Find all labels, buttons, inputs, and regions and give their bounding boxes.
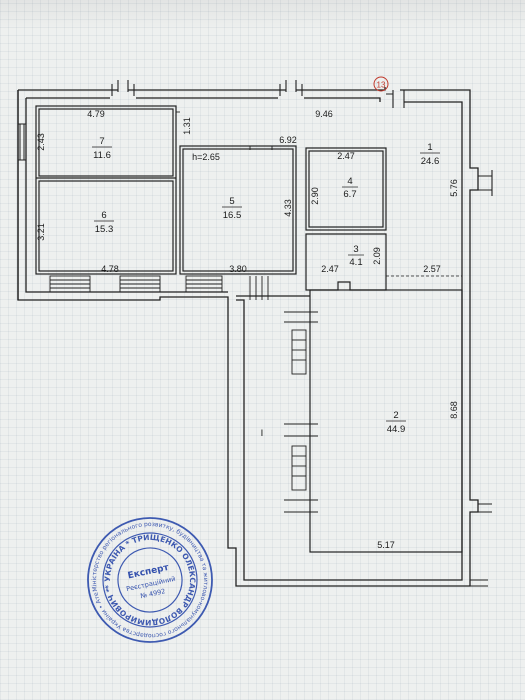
section-label: I (261, 428, 264, 439)
expert-stamp: Міністерство регіонального розвитку, буд… (0, 0, 220, 669)
dim-478: 4.78 (101, 264, 119, 274)
interior-walls (35, 105, 463, 553)
dim-380: 3.80 (229, 264, 247, 274)
dim-290: 2.90 (310, 187, 320, 205)
left-window (18, 123, 26, 161)
room-2-number: 2 (393, 410, 398, 421)
steps (49, 111, 318, 513)
dim-576: 5.76 (449, 179, 459, 197)
dim-257: 2.57 (423, 264, 441, 274)
dim-209: 2.09 (372, 247, 382, 265)
axis-marker: 13 (377, 81, 386, 90)
room-3-number: 3 (353, 244, 358, 255)
dim-247a: 2.47 (337, 151, 355, 161)
room-7-number: 7 (99, 136, 104, 147)
dim-946: 9.46 (315, 109, 333, 119)
dim-131: 1.31 (182, 117, 192, 135)
room-labels: 1 24.6 2 44.9 3 4.1 4 6.7 5 16.5 6 15.3 … (92, 136, 440, 439)
dim-692: 6.92 (279, 135, 297, 145)
room-5-number: 5 (229, 196, 234, 207)
dim-433: 4.33 (283, 199, 293, 217)
dim-479: 4.79 (87, 109, 105, 119)
room-6-number: 6 (101, 210, 106, 221)
room-1-area: 24.6 (421, 156, 440, 167)
room-4-number: 4 (347, 176, 352, 187)
dimension-labels: 4.79 9.46 1.31 2.43 6.92 2.47 5.76 2.90 … (36, 109, 459, 550)
room-3-area: 4.1 (349, 257, 362, 268)
room-6-area: 15.3 (95, 224, 114, 235)
dim-243: 2.43 (36, 133, 46, 151)
room-4-area: 6.7 (343, 189, 356, 200)
axis-marker-circle (373, 76, 389, 92)
room-2-area: 44.9 (387, 424, 406, 435)
room-7-area: 11.6 (93, 150, 111, 161)
top-windows (111, 80, 493, 587)
dim-321: 3.21 (36, 223, 46, 241)
room-5-area: 16.5 (223, 210, 242, 221)
exterior-walls (17, 87, 479, 587)
dim-247b: 2.47 (321, 264, 339, 274)
dim-517: 5.17 (377, 540, 395, 550)
dim-868: 8.68 (449, 401, 459, 419)
room-1-number: 1 (427, 142, 432, 153)
ceiling-height: h=2.65 (192, 152, 220, 162)
